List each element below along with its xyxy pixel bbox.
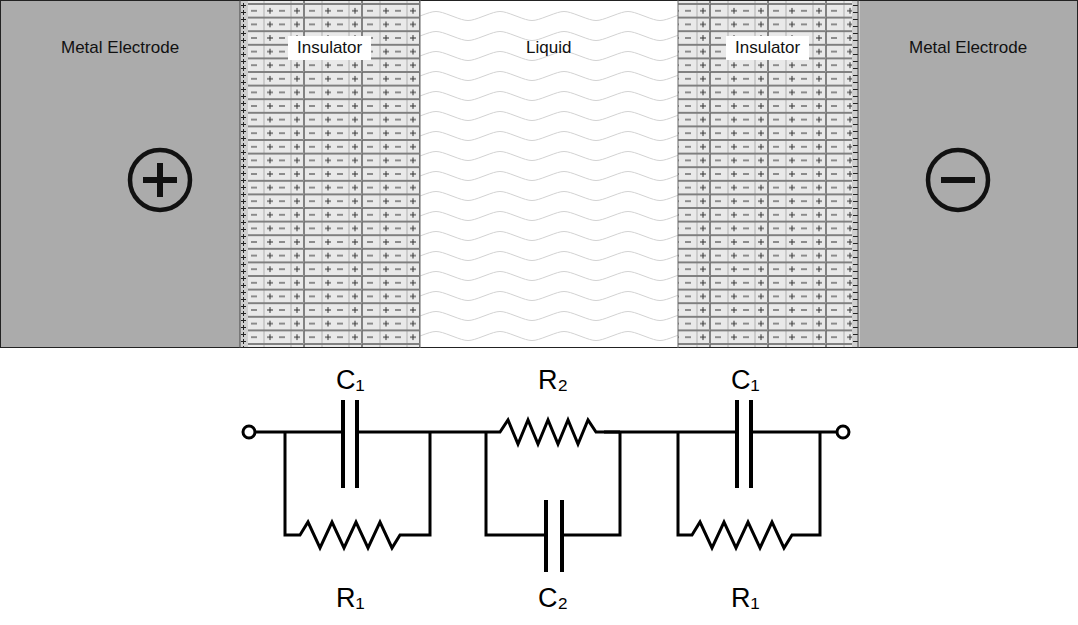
equivalent-circuit	[243, 400, 849, 572]
region-label: Liquid	[526, 38, 571, 58]
component-label: C₁	[731, 364, 760, 396]
component-label: C₂	[538, 582, 568, 614]
electrode-fill	[0, 0, 240, 348]
region-border	[858, 0, 859, 348]
liquid-fill	[420, 0, 678, 348]
layer-label: Insulator	[726, 36, 809, 60]
dipole-grid	[246, 0, 420, 348]
component-label: R₁	[336, 582, 365, 614]
component-label: R₂	[538, 364, 568, 396]
liquid-waves	[420, 6, 678, 346]
surface-charge	[240, 0, 248, 348]
liquid-region: Liquid	[420, 0, 678, 348]
insulator-layer: Insulator	[678, 0, 858, 348]
polarity-symbol	[928, 150, 988, 210]
dipole-grid	[678, 0, 852, 348]
component-label: C₁	[336, 364, 365, 396]
electrode-region: Metal Electrode	[0, 0, 240, 348]
electrode-fill	[858, 0, 1078, 348]
surface-charge	[852, 0, 860, 348]
surface-charge	[852, 0, 860, 348]
region-label: Metal Electrode	[61, 38, 179, 58]
surface-charge	[240, 0, 248, 348]
band-border	[1, 1, 1078, 348]
region-label: Metal Electrode	[909, 38, 1027, 58]
electrode-region: Metal Electrode	[858, 0, 1078, 348]
component-label: R₁	[731, 582, 760, 614]
region-border	[678, 0, 679, 348]
polarity-symbol	[130, 150, 190, 210]
layer-label: Insulator	[288, 36, 371, 60]
insulator-layer: Insulator	[240, 0, 420, 348]
region-border	[240, 0, 241, 348]
region-border	[420, 0, 421, 348]
